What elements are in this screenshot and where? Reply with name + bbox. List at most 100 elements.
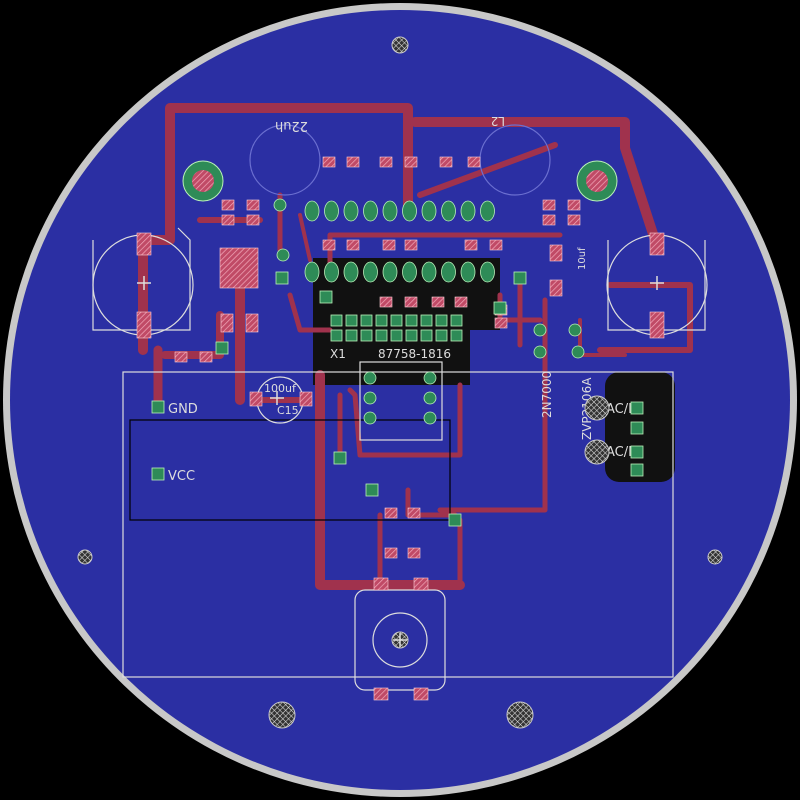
through-hole-pad: [421, 261, 437, 283]
smd-pad: [246, 199, 260, 211]
smd-pad: [489, 239, 503, 251]
connector-pin: [420, 314, 433, 327]
through-hole-pad: [571, 345, 585, 359]
smd-pad: [373, 577, 389, 591]
smd-pad: [245, 313, 259, 333]
via-icon: [215, 341, 229, 355]
smd-pad: [322, 156, 336, 168]
through-hole-pad: [423, 391, 437, 405]
connector-pin: [360, 329, 373, 342]
through-hole-pad: [460, 261, 476, 283]
connector-pin: [330, 314, 343, 327]
label-vcc: VCC: [168, 469, 195, 484]
component-pads: [136, 156, 665, 701]
smd-pad: [379, 296, 393, 308]
through-hole-pad: [441, 261, 456, 283]
through-hole-pad: [363, 411, 377, 425]
smd-pad: [384, 547, 398, 559]
through-hole-pad: [568, 323, 582, 337]
connector-pin: [435, 314, 448, 327]
via-icon: [630, 445, 644, 459]
smd-pad: [649, 232, 665, 256]
smd-pad: [404, 156, 418, 168]
label-cap-value: 100uf: [264, 382, 297, 395]
mounting-hole-icon: [584, 439, 610, 465]
through-hole-pad: [324, 261, 339, 283]
label-connector-part: 87758-1816: [378, 347, 451, 361]
smd-pad: [407, 507, 421, 519]
smd-pad: [431, 296, 445, 308]
connector-pin: [420, 329, 433, 342]
smd-pad: [549, 279, 563, 297]
smd-pad: [246, 214, 260, 226]
mounting-hole-icon: [391, 36, 409, 54]
smd-pad: [649, 311, 665, 339]
through-hole-pad: [363, 261, 378, 283]
smd-pad: [299, 391, 313, 407]
label-cap-ref: C15: [277, 404, 299, 417]
smd-pad: [467, 156, 481, 168]
smd-pad: [404, 296, 418, 308]
mounting-hole-icon: [707, 549, 723, 565]
through-hole-pad: [402, 200, 417, 222]
via-icon: [630, 421, 644, 435]
through-hole-pad: [382, 200, 398, 222]
through-hole-pad: [343, 200, 359, 222]
mounting-hole-icon: [77, 549, 93, 565]
large-pads: [182, 160, 618, 202]
connector-pin: [405, 329, 418, 342]
silkscreen-labels: 22uh L2 X1 87758-1816 100uf C15 GND VCC …: [168, 114, 638, 484]
through-hole-pad: [304, 200, 320, 222]
smd-pad: [136, 232, 152, 256]
smd-pad: [346, 156, 360, 168]
smd-pad: [174, 351, 188, 363]
through-hole-pad: [423, 411, 437, 425]
through-hole-pad: [480, 261, 495, 283]
through-hole-pad: [460, 200, 476, 222]
smd-pad: [567, 199, 581, 211]
connector-pin: [405, 314, 418, 327]
smd-pad: [549, 244, 563, 262]
via-icon: [630, 463, 644, 477]
smd-pad: [379, 156, 393, 168]
connector-pin: [450, 314, 463, 327]
label-inductor-2: L2: [491, 114, 505, 128]
through-hole-pad: [363, 371, 377, 385]
smd-pad: [221, 199, 235, 211]
copper-traces: [138, 103, 693, 590]
through-hole-pad: [343, 261, 359, 283]
through-hole-pad: [304, 261, 320, 283]
via-icon: [275, 271, 289, 285]
smd-pad: [346, 239, 360, 251]
via-icon: [365, 483, 379, 497]
via-icon: [151, 400, 165, 414]
label-cap-small: 10uf: [577, 247, 588, 270]
smd-pad: [464, 239, 478, 251]
smd-pad: [384, 507, 398, 519]
connector-pin: [435, 329, 448, 342]
smd-pad: [249, 391, 263, 407]
connector-pin: [390, 314, 403, 327]
smd-pad: [219, 247, 259, 289]
connector-pin: [330, 329, 343, 342]
connector-pin: [450, 329, 463, 342]
connector-pin: [345, 314, 358, 327]
smd-pad: [413, 687, 429, 701]
smd-pad: [322, 239, 336, 251]
through-hole-pad: [402, 261, 417, 283]
through-hole-pad: [382, 261, 398, 283]
through-hole-pad: [324, 200, 339, 222]
smd-pad: [567, 214, 581, 226]
label-inductor-1: 22uh: [275, 118, 308, 133]
connector-pin: [390, 329, 403, 342]
smd-pad: [373, 687, 389, 701]
smd-pad: [220, 313, 234, 333]
via-icon: [333, 451, 347, 465]
via-icon: [630, 401, 644, 415]
via-icon: [448, 513, 462, 527]
label-mosfet-1: 2N7000: [540, 371, 554, 418]
through-hole-pad: [480, 200, 495, 222]
through-hole-pad: [421, 200, 437, 222]
connector-pin: [375, 329, 388, 342]
smd-pad: [439, 156, 453, 168]
